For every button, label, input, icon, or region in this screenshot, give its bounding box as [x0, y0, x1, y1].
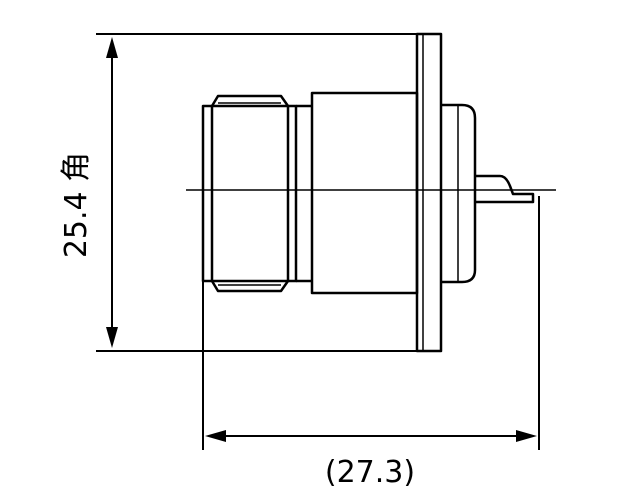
length-dimension-label: (27.3) — [325, 455, 415, 490]
rear-insulator — [441, 103, 477, 284]
height-dimension-label: 25.4 角 — [59, 152, 94, 258]
nut-chamfer-top — [210, 94, 290, 107]
contact-pin — [475, 174, 535, 204]
mounting-flange — [415, 32, 443, 353]
arrow-down-icon — [106, 327, 118, 348]
coupling-nut-outer — [201, 104, 298, 283]
connector-body — [310, 91, 419, 295]
nut-chamfer-bottom — [210, 280, 290, 293]
arrow-left-icon — [205, 430, 226, 442]
arrow-up-icon — [106, 37, 118, 58]
arrow-right-icon — [516, 430, 537, 442]
